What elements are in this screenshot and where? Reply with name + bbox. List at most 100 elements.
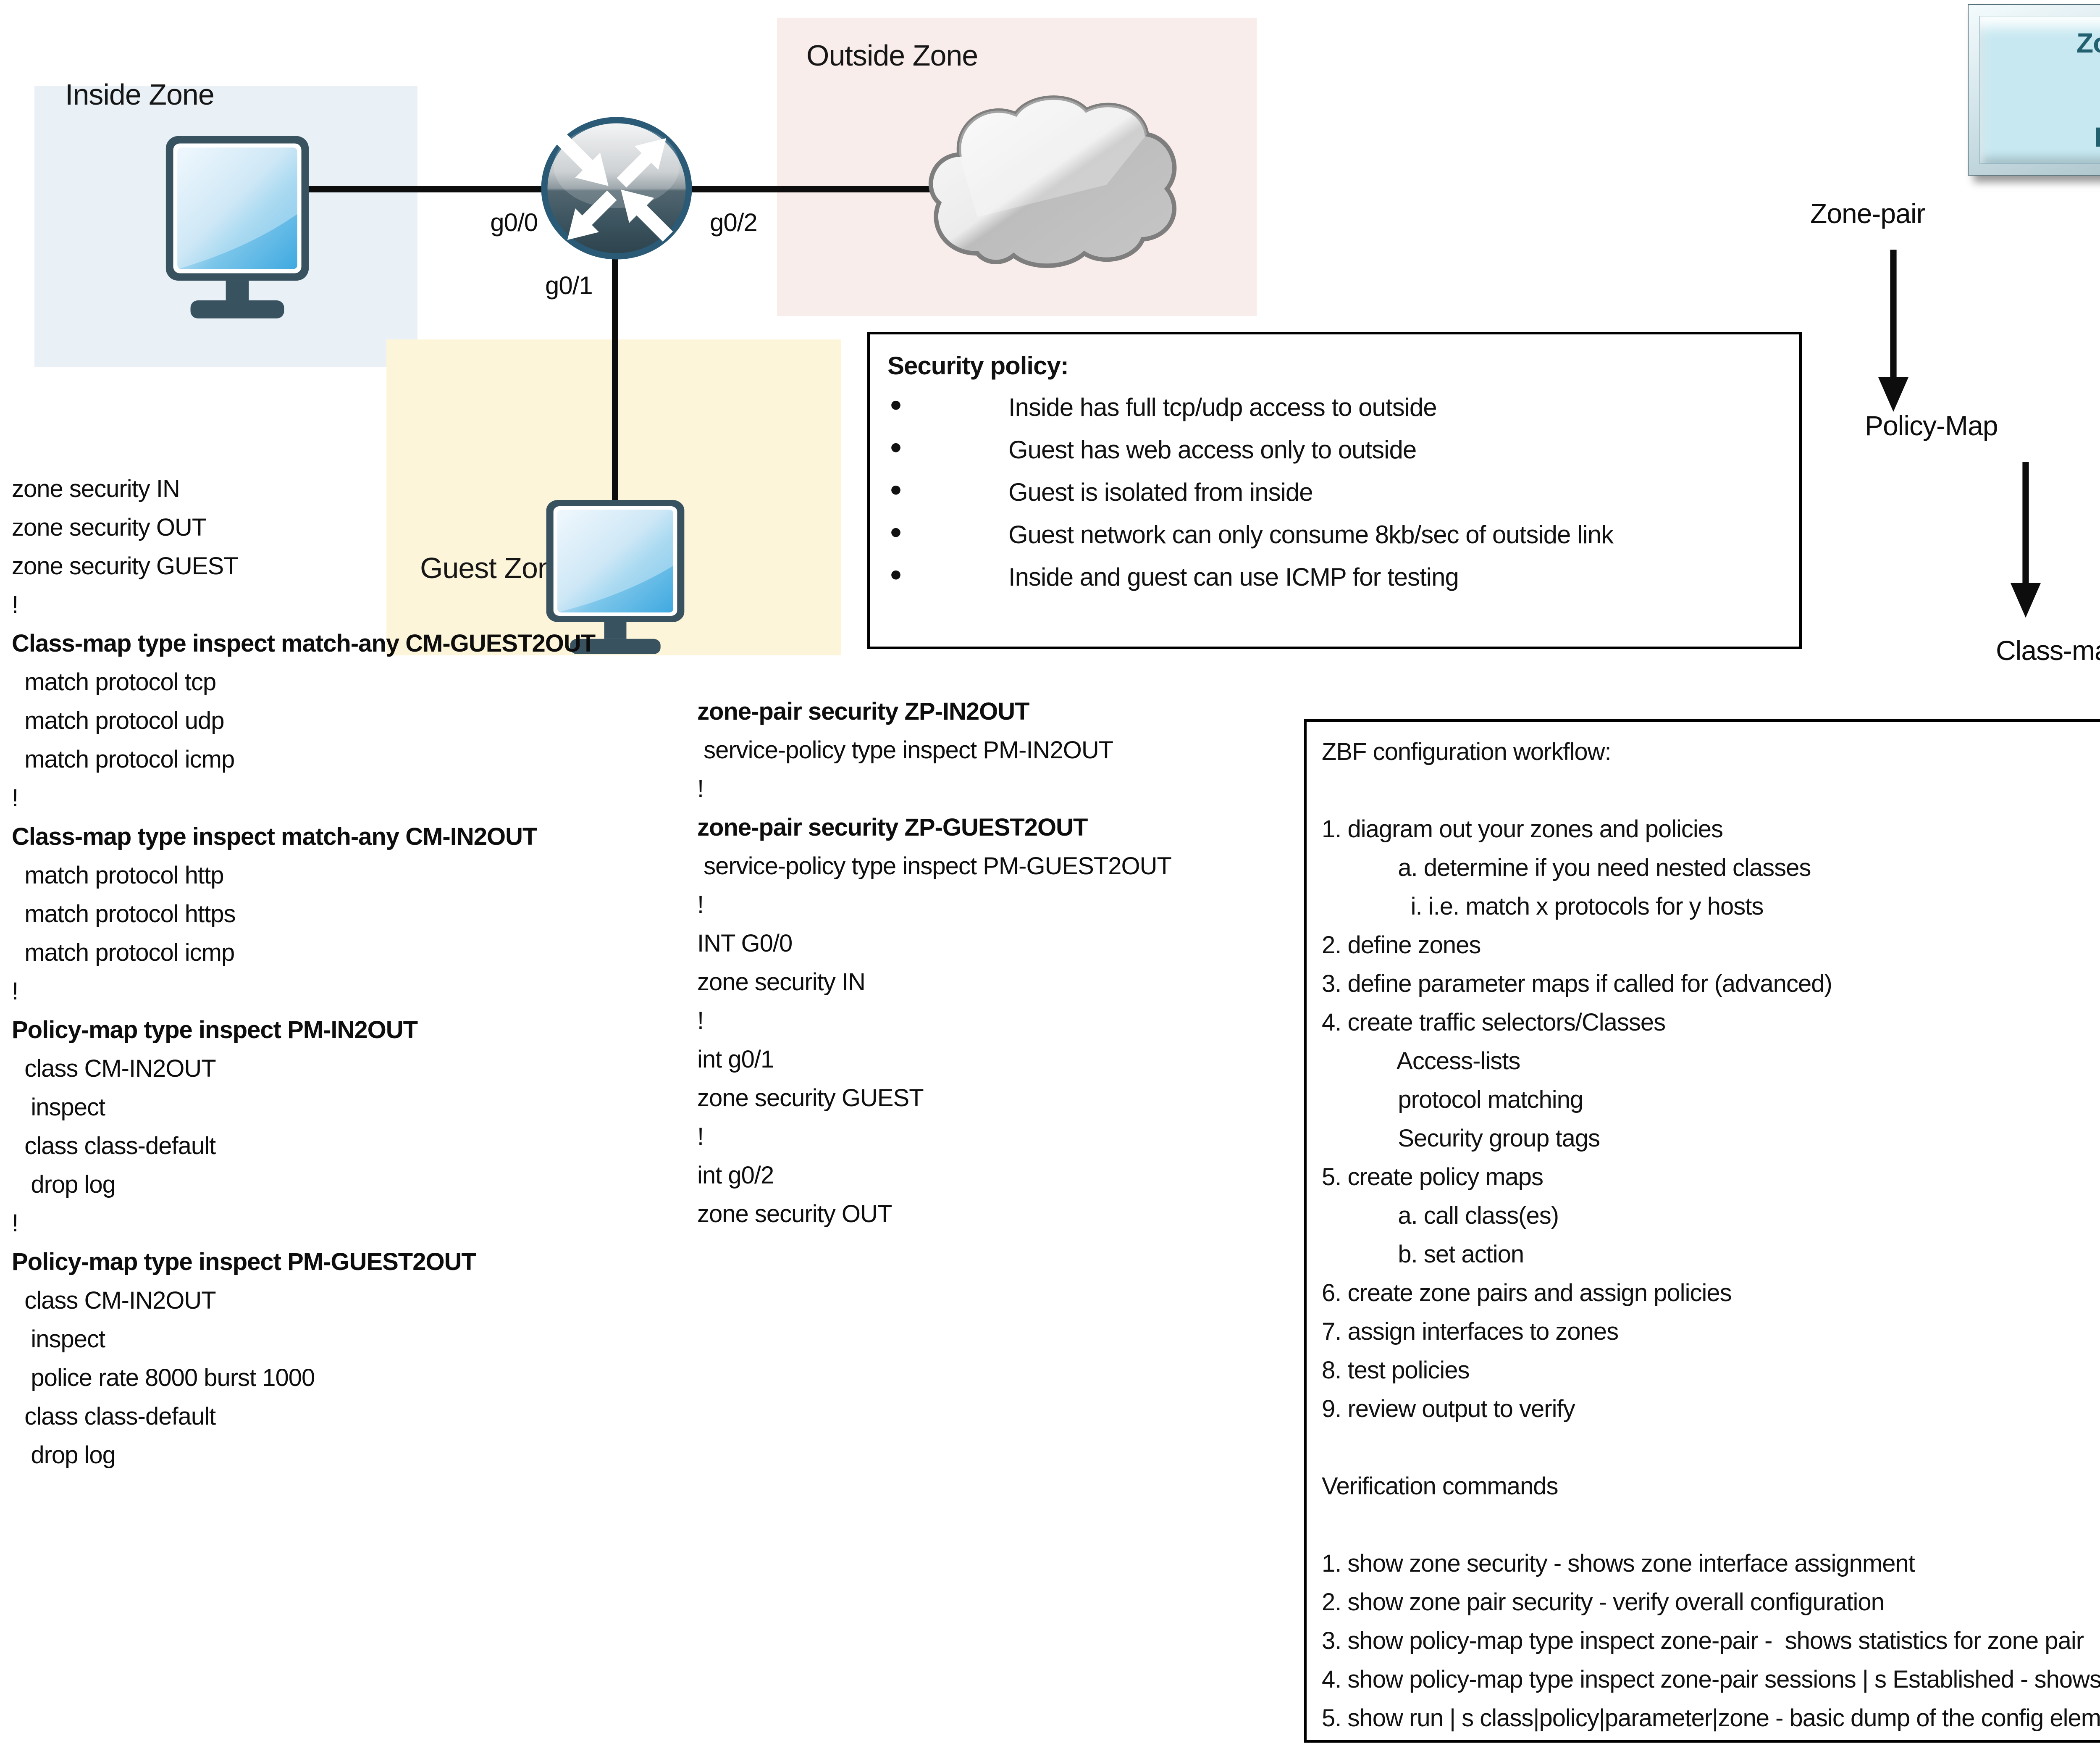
workflow-line: ZBF configuration workflow: xyxy=(1322,738,1612,765)
title-line-2: Drawn By: Steven McNutt xyxy=(1980,66,2100,113)
workflow-line: 2. show zone pair security - verify over… xyxy=(1322,1588,1885,1616)
guest-pc-icon xyxy=(544,498,687,654)
workflow-line: 8. test policies xyxy=(1322,1357,1470,1384)
workflow-line: a. determine if you need nested classes xyxy=(1322,854,1811,881)
link-router-to-cloud xyxy=(685,186,937,192)
config-line: zone security IN xyxy=(697,968,866,996)
inside-pc-icon xyxy=(162,134,313,318)
config-line: ! xyxy=(12,1210,18,1237)
workflow-line: 5. create policy maps xyxy=(1322,1163,1544,1191)
security-policy-bullet: Inside and guest can use ICMP for testin… xyxy=(870,553,1799,598)
config-line: class CM-IN2OUT xyxy=(12,1055,216,1082)
link-inside-to-router xyxy=(294,186,548,192)
security-policy-title: Security policy: xyxy=(887,352,1069,380)
config-line: int g0/2 xyxy=(697,1162,774,1189)
workflow-line: 3. define parameter maps if called for (… xyxy=(1322,970,1832,997)
workflow-line: b. set action xyxy=(1322,1241,1524,1268)
config-line: ! xyxy=(12,784,18,812)
config-line: ! xyxy=(697,891,704,918)
title-box: Zone Based Firewall Cheatsheet Drawn By:… xyxy=(1968,4,2100,176)
security-policy-list: Inside has full tcp/udp access to outsid… xyxy=(870,384,1799,598)
config-line: match protocol icmp xyxy=(12,746,235,773)
config-line: Policy-map type inspect PM-GUEST2OUT xyxy=(12,1248,476,1275)
workflow-line: Verification commands xyxy=(1322,1473,1558,1500)
zonepair-and-interface-config: zone-pair security ZP-IN2OUT service-pol… xyxy=(697,692,1172,1233)
config-line: service-policy type inspect PM-GUEST2OUT xyxy=(697,852,1172,880)
outside-zone-label: Outside Zone xyxy=(806,39,978,72)
flow-label-policy-map: Policy-Map xyxy=(1865,410,1998,441)
interface-label-g0-2: g0/2 xyxy=(710,208,758,237)
link-router-to-guest xyxy=(612,252,618,501)
workflow-line: 7. assign interfaces to zones xyxy=(1322,1318,1619,1345)
workflow-line: Access-lists xyxy=(1322,1047,1520,1075)
workflow-line: 9. review output to verify xyxy=(1322,1395,1575,1423)
workflow-line: 5. show run | s class|policy|parameter|z… xyxy=(1322,1704,2100,1732)
security-policy-bullet: Guest network can only consume 8kb/sec o… xyxy=(870,511,1799,556)
config-line: ! xyxy=(12,591,18,618)
security-policy-box: Security policy: Inside has full tcp/udp… xyxy=(867,332,1802,649)
workflow-line xyxy=(1322,1506,2100,1544)
workflow-line: 6. create zone pairs and assign policies xyxy=(1322,1279,1732,1307)
guest-zone-label: Guest Zone xyxy=(420,552,570,584)
arrow-down-icon xyxy=(2000,458,2051,620)
config-line: class class-default xyxy=(12,1132,216,1160)
config-line: zone security IN xyxy=(12,475,180,502)
workflow-text: ZBF configuration workflow: 1. diagram o… xyxy=(1322,733,2100,1738)
config-line: drop log xyxy=(12,1171,116,1198)
workflow-line: 1. diagram out your zones and policies xyxy=(1322,815,1723,843)
config-line: inspect xyxy=(12,1094,105,1121)
config-line: zone security OUT xyxy=(12,514,207,541)
config-line: zone-pair security ZP-GUEST2OUT xyxy=(697,814,1088,841)
config-line: ! xyxy=(697,1123,704,1150)
config-line: drop log xyxy=(12,1441,116,1469)
flow-label-class-map: Class-map xyxy=(1996,635,2100,666)
workflow-box: ZBF configuration workflow: 1. diagram o… xyxy=(1304,719,2100,1743)
config-line: class CM-IN2OUT xyxy=(12,1287,216,1314)
config-line: match protocol tcp xyxy=(12,668,216,696)
workflow-line: i. i.e. match x protocols for y hosts xyxy=(1322,893,1764,920)
config-line: zone-pair security ZP-IN2OUT xyxy=(697,698,1030,725)
workflow-line: 4. show policy-map type inspect zone-pai… xyxy=(1322,1666,2100,1693)
config-line: Policy-map type inspect PM-IN2OUT xyxy=(12,1016,418,1044)
arrow-down-icon xyxy=(1868,246,1919,414)
config-line: zone security GUEST xyxy=(12,552,239,580)
workflow-line xyxy=(1322,771,2100,810)
workflow-line: 2. define zones xyxy=(1322,931,1481,959)
title-box-inner: Zone Based Firewall Cheatsheet Drawn By:… xyxy=(1979,16,2100,164)
config-line: class class-default xyxy=(12,1403,216,1430)
config-line: match protocol https xyxy=(12,900,236,928)
workflow-line: protocol matching xyxy=(1322,1086,1583,1113)
config-line: match protocol icmp xyxy=(12,939,235,966)
config-line: inspect xyxy=(12,1325,105,1353)
config-line: service-policy type inspect PM-IN2OUT xyxy=(697,736,1113,764)
workflow-line: a. call class(es) xyxy=(1322,1202,1559,1229)
zone-and-classmap-config: zone security IN zone security OUT zone se… xyxy=(12,470,596,1475)
internet-cloud-icon xyxy=(916,80,1184,286)
router-icon xyxy=(540,116,693,261)
interface-label-g0-1: g0/1 xyxy=(545,271,593,300)
config-line: match protocol udp xyxy=(12,707,224,734)
config-line: Class-map type inspect match-any CM-GUES… xyxy=(12,630,596,657)
config-line: INT G0/0 xyxy=(697,930,793,957)
config-line: ! xyxy=(697,1007,704,1034)
title-line-3: HTTP://www.densemode.com xyxy=(1980,113,2100,160)
workflow-line: 1. show zone security - shows zone inter… xyxy=(1322,1550,1915,1577)
config-line: ! xyxy=(697,775,704,802)
title-line-1: Zone Based Firewall Cheatsheet xyxy=(2076,27,2100,58)
workflow-line: 3. show policy-map type inspect zone-pai… xyxy=(1322,1627,2084,1654)
config-line: zone security GUEST xyxy=(697,1084,924,1112)
config-line: Class-map type inspect match-any CM-IN2O… xyxy=(12,823,537,850)
flow-label-zone-pair: Zone-pair xyxy=(1810,198,1925,229)
interface-label-g0-0: g0/0 xyxy=(490,208,538,237)
security-policy-bullet: Guest is isolated from inside xyxy=(870,468,1799,513)
workflow-line xyxy=(1322,1428,2100,1467)
security-policy-bullet: Inside has full tcp/udp access to outsid… xyxy=(870,384,1799,429)
security-policy-bullet: Guest has web access only to outside xyxy=(870,426,1799,471)
config-line: zone security OUT xyxy=(697,1200,892,1228)
workflow-line: Security group tags xyxy=(1322,1125,1600,1152)
workflow-line: 4. create traffic selectors/Classes xyxy=(1322,1009,1666,1036)
config-line: police rate 8000 burst 1000 xyxy=(12,1364,315,1391)
config-line: match protocol http xyxy=(12,862,224,889)
config-line: int g0/1 xyxy=(697,1046,774,1073)
